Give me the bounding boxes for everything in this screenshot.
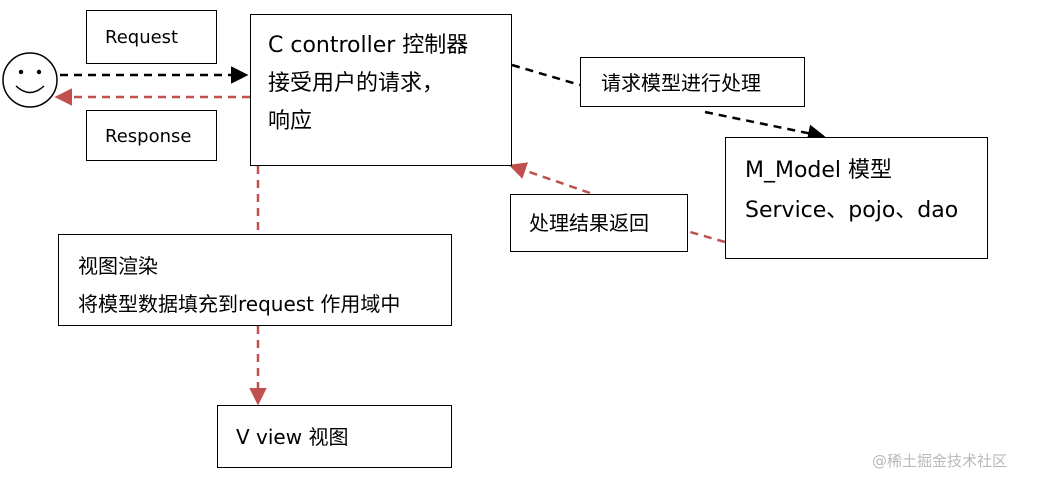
smiley-face-icon xyxy=(2,52,58,108)
model-to-result-line xyxy=(689,230,726,244)
model-desc: Service、pojo、dao xyxy=(745,198,959,223)
response-label-box: Response xyxy=(86,110,217,161)
result-to-controller-arrow xyxy=(508,162,591,195)
result-return-label-box: 处理结果返回 xyxy=(510,194,688,252)
controller-title: C controller 控制器 xyxy=(268,33,469,58)
controller-to-model-arrow xyxy=(511,63,581,87)
controller-desc-line1: 接受用户的请求， xyxy=(268,71,445,96)
result-return-label: 处理结果返回 xyxy=(529,211,649,235)
view-box: V view 视图 xyxy=(217,405,452,468)
controller-desc-line2: 响应 xyxy=(268,109,313,134)
request-label-box: Request xyxy=(86,10,217,64)
view-render-box: 视图渲染 将模型数据填充到request 作用域中 xyxy=(58,234,452,326)
view-render-desc: 将模型数据填充到request 作用域中 xyxy=(78,292,401,316)
model-title: M_Model 模型 xyxy=(745,158,893,183)
request-model-label-box: 请求模型进行处理 xyxy=(580,57,805,107)
response-label: Response xyxy=(105,126,192,147)
model-box: M_Model 模型 Service、pojo、dao xyxy=(725,137,988,259)
request-label: Request xyxy=(105,27,179,48)
request-model-label: 请求模型进行处理 xyxy=(601,71,761,95)
watermark: @稀土掘金技术社区 xyxy=(872,452,1008,470)
controller-box: C controller 控制器 接受用户的请求， 响应 xyxy=(250,14,512,166)
view-render-title: 视图渲染 xyxy=(78,254,158,278)
view-label: V view 视图 xyxy=(236,425,349,449)
controller-to-model-arrow-end xyxy=(704,110,826,142)
